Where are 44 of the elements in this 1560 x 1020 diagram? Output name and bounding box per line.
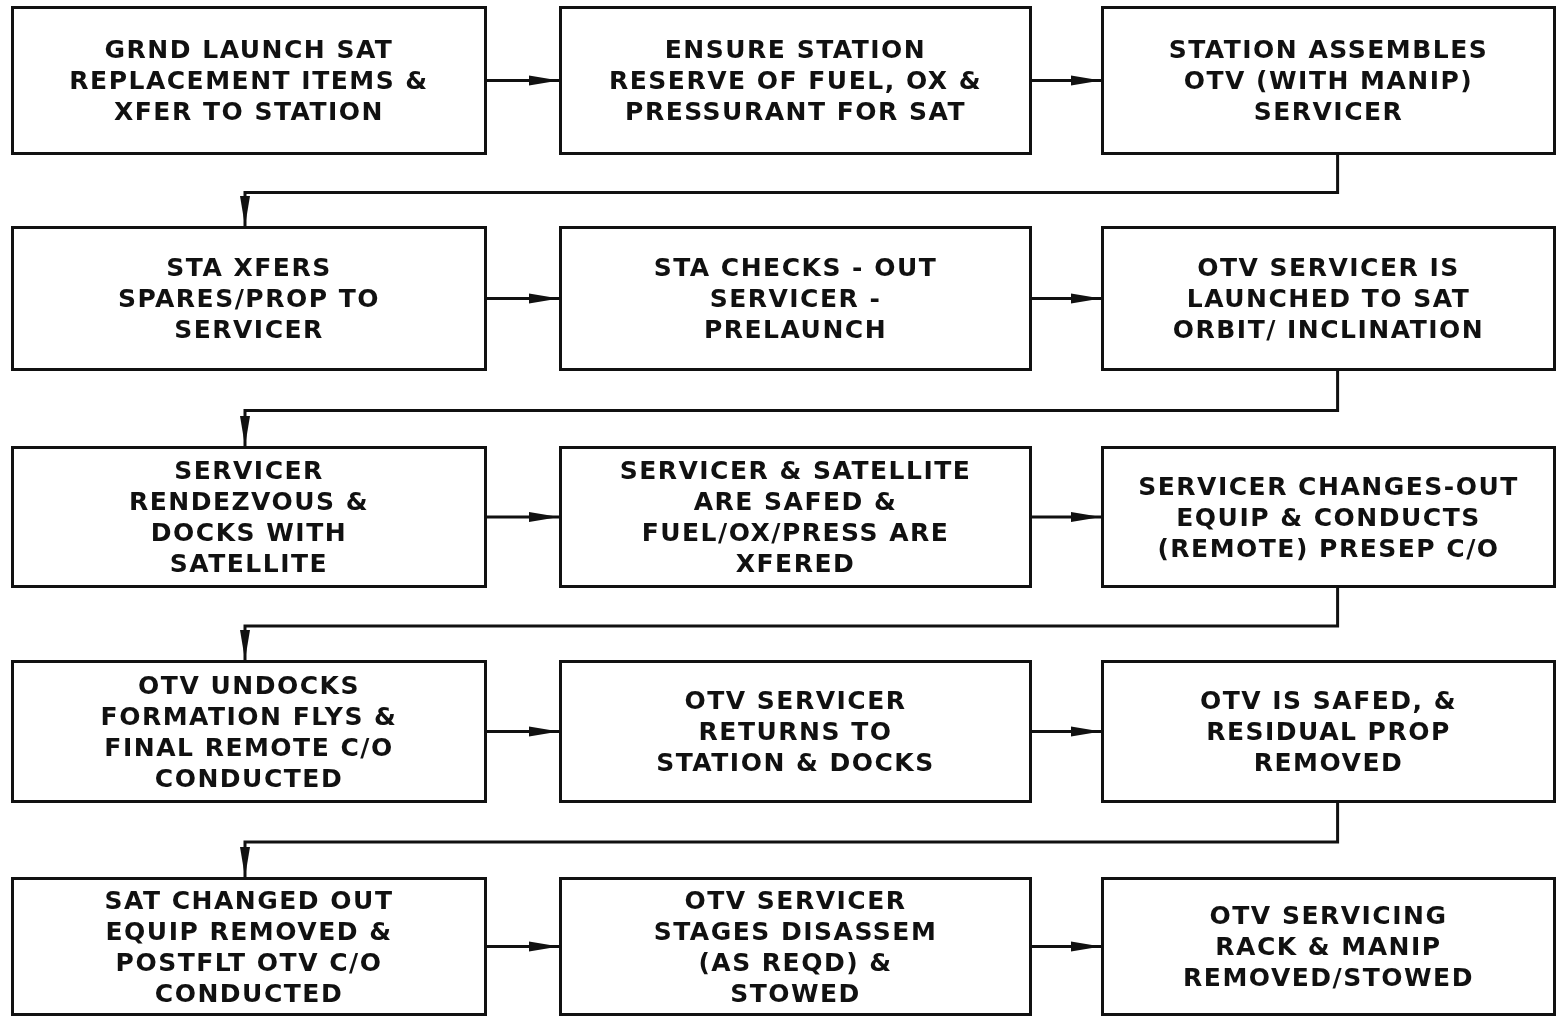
step-text: ENSURE STATION RESERVE OF FUEL, OX & PRESSURANT FOR SAT [607,34,984,127]
arrow [487,726,559,737]
step-text: SAT CHANGED OUT EQUIP REMOVED & POSTFLT OTV C/O CONDUCTED [103,884,395,1009]
process-box [1101,226,1556,371]
step-text: OTV UNDOCKS FORMATION FLYS & FINAL REMOTE C/O CONDUCTED [99,669,399,794]
arrow [240,155,1340,226]
step-text: GRND LAUNCH SAT REPLACEMENT ITEMS & XFER TO STATION [68,34,430,127]
step-text: SERVICER & SATELLITE ARE SAFED & FUEL/OX/PRESS ARE XFERED [618,455,973,579]
step-text: STATION ASSEMBLES OTV (WITH MANIP) SERVICER [1167,34,1490,127]
process-box [11,446,487,588]
process-box [11,6,487,155]
arrow [240,803,1340,877]
arrow [487,941,559,952]
step-text: SERVICER CHANGES-OUT EQUIP & CONDUCTS (REMOTE) PRESEP C/O [1137,470,1520,564]
process-box [1101,877,1556,1016]
arrow [487,75,559,86]
step-text: SERVICER RENDEZVOUS & DOCKS WITH SATELLITE [127,455,371,579]
arrow [1032,726,1101,737]
process-box [559,877,1032,1016]
process-box [11,877,487,1016]
arrow [487,512,559,522]
step-text: OTV IS SAFED, & RESIDUAL PROP REMOVED [1198,685,1459,778]
step-text: OTV SERVICER RETURNS TO STATION & DOCKS [655,685,936,778]
process-box [559,6,1032,155]
process-box [1101,6,1556,155]
step-text: OTV SERVICING RACK & MANIP REMOVED/STOWED [1182,900,1475,993]
process-box [11,226,487,371]
process-box [559,226,1032,371]
process-box [559,446,1032,588]
arrow [1032,941,1101,952]
step-text: STA XFERS SPARES/PROP TO SERVICER [117,252,381,345]
process-box [11,660,487,803]
arrow [1032,75,1101,86]
arrow [487,293,559,304]
process-box [1101,660,1556,803]
arrow [1032,512,1101,522]
arrow [240,588,1340,660]
step-text: OTV SERVICER STAGES DISASSEM (AS REQD) & STOWED [652,884,939,1009]
arrow [240,371,1340,446]
step-text: OTV SERVICER IS LAUNCHED TO SAT ORBIT/ INCLINATION [1171,252,1486,345]
process-box [559,660,1032,803]
process-box [1101,446,1556,588]
arrow [1032,293,1101,304]
step-text: STA CHECKS - OUT SERVICER - PRELAUNCH [652,252,939,345]
